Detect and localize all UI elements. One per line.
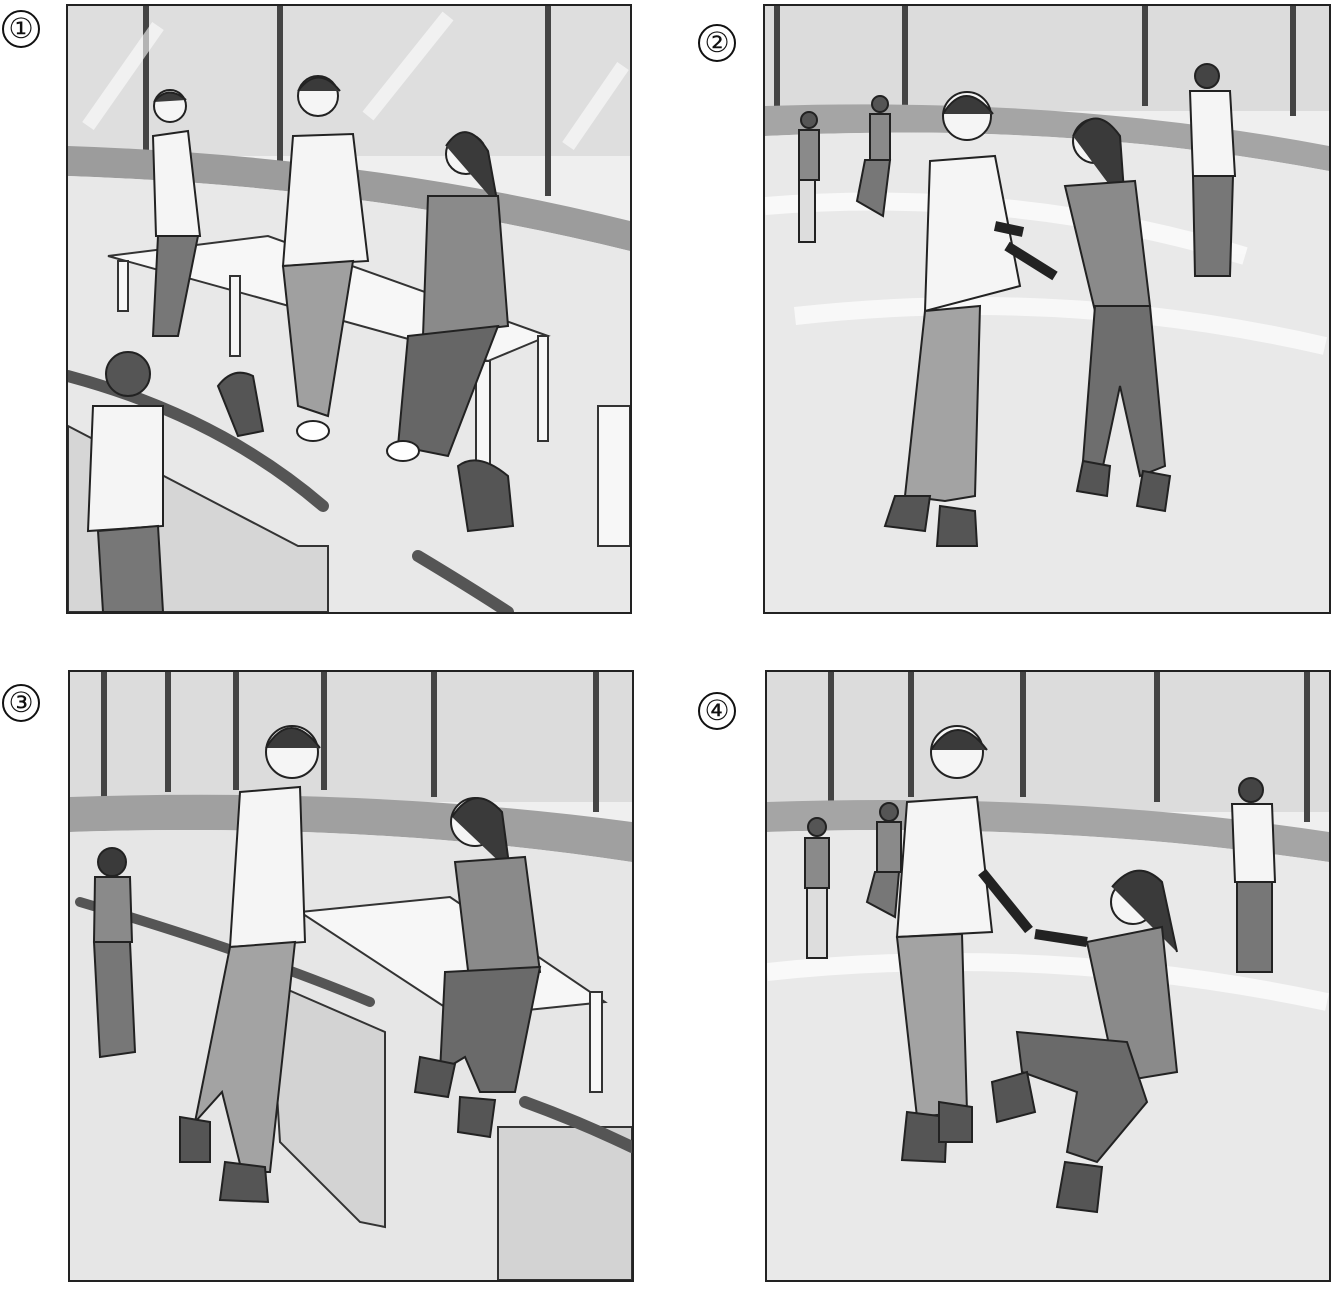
panel-4-illustration bbox=[765, 670, 1331, 1282]
panel-number-1: ① bbox=[2, 10, 40, 48]
panel-number-3: ③ bbox=[2, 684, 40, 722]
panel-number-4: ④ bbox=[698, 692, 736, 730]
panel-number-2: ② bbox=[698, 24, 736, 62]
panel-1-illustration bbox=[66, 4, 632, 614]
panel-3-illustration bbox=[68, 670, 634, 1282]
panel-2-illustration bbox=[763, 4, 1331, 614]
